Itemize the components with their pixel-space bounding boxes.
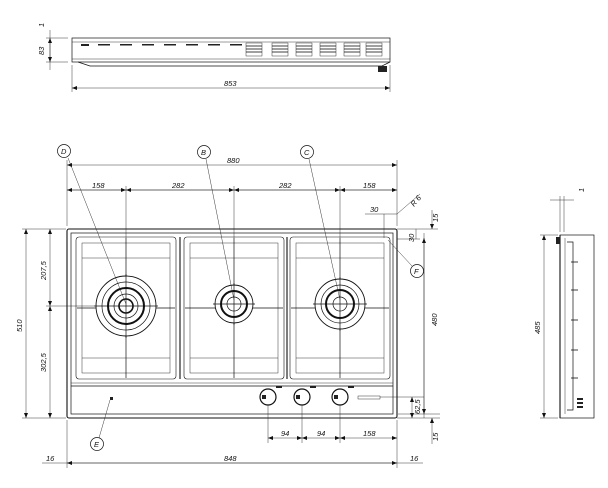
dim-overall-depth: 510 [15,319,24,332]
side-elevation-view: 83 1 853 [37,23,391,92]
knob-left [259,386,282,406]
knob-right [331,386,354,406]
vent-slots [81,44,242,46]
dim-radius: R 6 [409,193,424,208]
callout-d: D [61,147,67,156]
dim-overall-width: 880 [227,156,240,165]
dim-knob-to-edge: 158 [363,429,376,438]
dim-right-view-depth: 485 [533,321,542,334]
dim-side-top-offset: 1 [37,23,46,27]
burner-rapid [313,277,367,331]
dim-segment-mid2: 282 [278,181,292,190]
callouts: D B C E F [57,144,424,451]
dim-segment-left: 158 [92,181,105,190]
callout-f: F [414,267,419,276]
dim-depth-upper: 207,5 [39,260,48,281]
dim-right-view-offset: 1 [577,188,586,192]
dim-segment-mid1: 282 [171,181,185,190]
dim-knob-spacing-2: 94 [317,429,325,438]
callout-b: B [201,148,206,157]
callout-e: E [94,440,100,449]
dim-knob-spacing-1: 94 [281,429,289,438]
plan-view: 880 158 282 282 158 30 R 6 15 30 510 207… [15,156,440,468]
burner-semirapid [213,283,255,325]
grate-teeth [245,42,383,57]
dim-top-margin-right: 15 [431,213,440,222]
right-side-view: 485 1 [533,188,595,419]
dim-cutout-width: 848 [224,454,237,463]
dim-corner-offset: 30 [370,205,379,214]
dim-knob-height: 62,5 [413,399,422,414]
dim-left-margin: 16 [46,454,55,463]
dim-side-width: 853 [224,79,237,88]
dim-segment-right: 158 [363,181,376,190]
dim-cutout-depth: 480 [430,313,439,326]
burner-wok [94,274,158,338]
knob-middle [293,386,316,406]
control-knobs [110,386,381,406]
dim-corner-offset-v: 30 [407,233,416,242]
dim-right-margin: 16 [410,454,419,463]
dim-depth-lower: 302,5 [39,352,48,372]
dim-side-height: 83 [37,46,46,55]
callout-c: C [304,148,310,157]
dim-bottom-margin-right: 15 [431,432,440,441]
